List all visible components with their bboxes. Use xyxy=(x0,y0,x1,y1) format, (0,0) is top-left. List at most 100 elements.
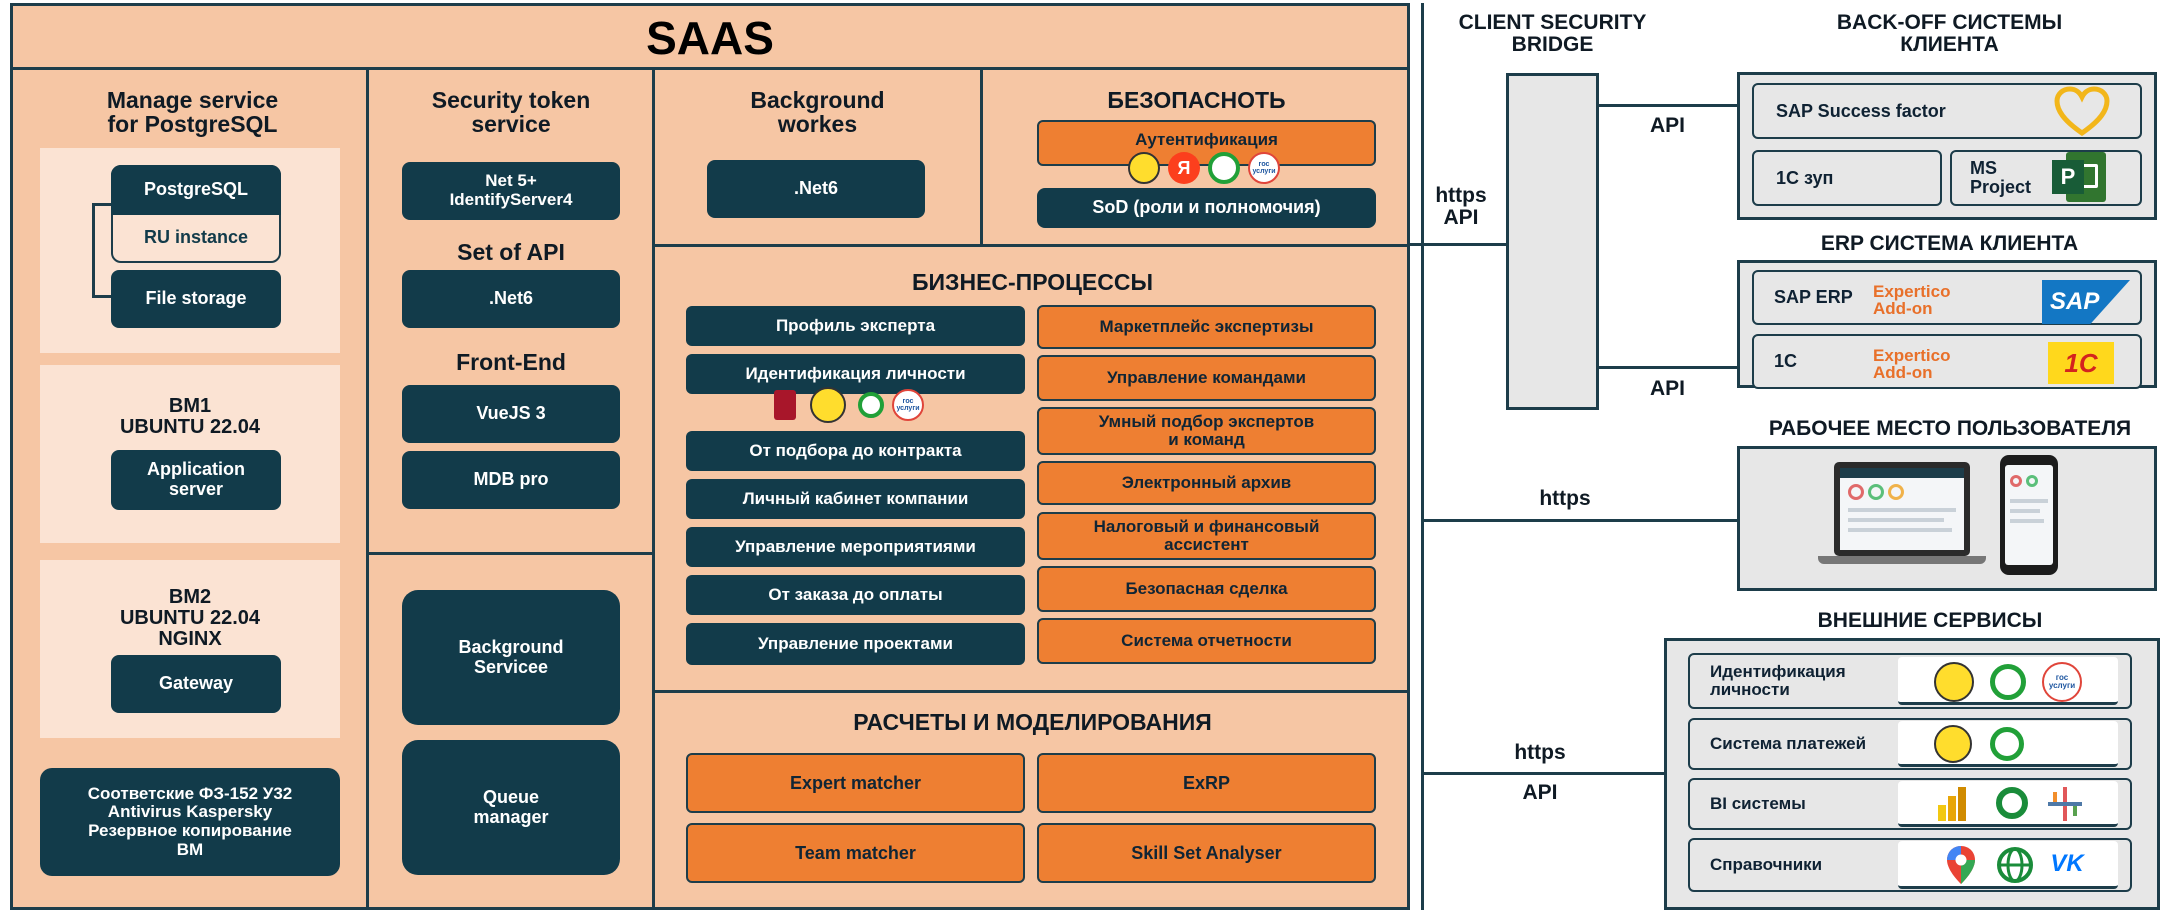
saas-title-bar xyxy=(10,3,1410,70)
sber-icon xyxy=(1990,664,2026,700)
business-title: БИЗНЕС-ПРОЦЕССЫ xyxy=(911,269,1154,295)
ms-project-label: MS Project xyxy=(1970,158,2032,197)
map-pin-icon xyxy=(1947,846,1975,884)
bp-left-2[interactable]: Идентификация личности xyxy=(686,354,1025,394)
calc-title: РАСЧЕТЫ И МОДЕЛИРОВАНИЯ xyxy=(853,709,1212,735)
sap-logo-text: SAP xyxy=(2050,288,2100,315)
bp-right-4[interactable]: Электронный архив xyxy=(1037,461,1376,505)
bp-left-4[interactable]: Личный кабинет компании xyxy=(686,479,1025,519)
bp-right-3[interactable]: Умный подбор экспертов и команд xyxy=(1037,407,1376,455)
yandex-icon: Я xyxy=(1168,152,1200,184)
vuejs-box[interactable]: VueJS 3 xyxy=(402,385,620,443)
tinkoff-icon xyxy=(810,387,846,423)
c1-label: 1С xyxy=(1774,351,1798,371)
bp-right-7[interactable]: Система отчетности xyxy=(1037,618,1376,664)
globe-icon xyxy=(1997,847,2033,883)
gateway-box[interactable]: Gateway xyxy=(111,655,281,713)
sber-icon xyxy=(858,392,884,418)
line-saas-bridge xyxy=(1410,243,1506,246)
sod-box[interactable]: SoD (роли и полномочия) xyxy=(1037,188,1376,228)
auth-label: Аутентификация xyxy=(1135,130,1278,149)
ext-payments-label: Система платежей xyxy=(1710,734,1867,753)
divider-row-security xyxy=(366,552,653,555)
external-title: ВНЕШНИЕ СЕРВИСЫ xyxy=(1817,609,2043,632)
ms-project-icon: P xyxy=(2050,150,2108,206)
ext-identity-label: Идентификация личности xyxy=(1710,662,1846,699)
zup-row[interactable]: 1С зуп xyxy=(1752,150,1942,206)
application-server-box[interactable]: Application server xyxy=(111,450,281,510)
compliance-box[interactable]: Соответские ФЗ-152 У32 Antivirus Kaspers… xyxy=(40,768,340,876)
security-bridge-box xyxy=(1506,73,1599,410)
passport-icon xyxy=(774,390,796,420)
gosuslugi-icon: гос услуги xyxy=(2042,662,2082,702)
bp-left-5[interactable]: Управление мероприятиями xyxy=(686,527,1025,567)
tinkoff-icon xyxy=(1934,725,1972,763)
queue-manager-box[interactable]: Queue manager xyxy=(402,740,620,875)
divider-col-1 xyxy=(366,70,369,910)
tinkoff-icon xyxy=(1128,152,1160,184)
bp-right-6[interactable]: Безопасная сделка xyxy=(1037,566,1376,612)
team-matcher-box[interactable]: Team matcher xyxy=(686,823,1025,883)
zup-label: 1С зуп xyxy=(1776,167,1834,188)
line-bridge-backoff xyxy=(1599,104,1739,107)
line-external xyxy=(1424,772,1664,775)
expertico-addon-1: Expertico Add-on xyxy=(1873,282,1951,318)
background-net6-box[interactable]: .Net6 xyxy=(707,160,925,218)
divider-col-2 xyxy=(652,70,655,910)
ext-reference-icons: VK xyxy=(1898,841,2118,889)
background-service-box[interactable]: Background Servicee xyxy=(402,590,620,725)
bm1-title: BM1 UBUNTU 22.04 xyxy=(119,395,261,438)
sap-erp-label: SAP ERP xyxy=(1774,287,1853,307)
line-workplace xyxy=(1424,519,1739,522)
powerbi-icon xyxy=(1938,787,1968,821)
divider-col-3 xyxy=(980,70,983,245)
workplace-title: РАБОЧЕЕ МЕСТО ПОЛЬЗОВАТЕЛЯ xyxy=(1768,417,2132,440)
expert-matcher-box[interactable]: Expert matcher xyxy=(686,753,1025,813)
ru-instance-label: RU instance xyxy=(143,227,249,247)
bp-left-3[interactable]: От подбора до контракта xyxy=(686,431,1025,471)
line-bridge-erp xyxy=(1599,366,1739,369)
ms-project-row[interactable]: MS Project xyxy=(1950,150,2142,206)
ext-bi-icons xyxy=(1898,781,2118,827)
bp-right-1[interactable]: Маркетплейс экспертизы xyxy=(1037,305,1376,349)
skill-set-analyser-box[interactable]: Skill Set Analyser xyxy=(1037,823,1376,883)
bridge-title: CLIENT SECURITY BRIDGE xyxy=(1458,11,1647,57)
ext-payments-icons xyxy=(1898,721,2118,767)
phone-icon xyxy=(2000,455,2058,575)
divider-row-1 xyxy=(652,244,1410,247)
right-separator xyxy=(1421,3,1424,910)
mdb-pro-box[interactable]: MDB pro xyxy=(402,451,620,509)
background-workes-title: Background workes xyxy=(750,87,885,138)
sber-icon xyxy=(1208,152,1240,184)
heart-icon xyxy=(2054,86,2110,137)
set-of-api-title: Set of API xyxy=(457,239,565,265)
expertico-addon-2: Expertico Add-on xyxy=(1873,346,1951,382)
bridge-https-api-label: https API xyxy=(1435,184,1487,230)
vk-icon: VK xyxy=(2050,850,2084,877)
bp-left-6[interactable]: От заказа до оплаты xyxy=(686,575,1025,615)
identifyserver-box[interactable]: Net 5+ IdentifyServer4 xyxy=(402,162,620,220)
file-storage-box[interactable]: File storage xyxy=(111,270,281,328)
divider-row-2 xyxy=(652,690,1410,693)
security-ru-title: БЕЗОПАСНОТЬ xyxy=(1107,87,1286,113)
ext-reference-label: Справочники xyxy=(1710,855,1823,874)
gosuslugi-icon: гос услуги xyxy=(1248,152,1280,184)
exrp-box[interactable]: ExRP xyxy=(1037,753,1376,813)
qlik-icon xyxy=(1996,787,2028,819)
api-net6-box[interactable]: .Net6 xyxy=(402,270,620,328)
bp-right-5[interactable]: Налоговый и финансовый ассистент xyxy=(1037,512,1376,560)
saas-title: SAAS xyxy=(646,12,774,64)
sap-success-factor-label: SAP Success factor xyxy=(1776,100,1946,121)
gosuslugi-icon: гос услуги xyxy=(892,389,924,421)
auth-icons: Я гос услуги xyxy=(1125,150,1290,186)
bp-left-1[interactable]: Профиль эксперта xyxy=(686,306,1025,346)
bp-left-7[interactable]: Управление проектами xyxy=(686,623,1025,665)
auth-box[interactable]: Аутентификация xyxy=(1037,120,1376,166)
security-token-title: Security token service xyxy=(431,87,591,138)
laptop-icon xyxy=(1818,462,1986,570)
ext-bi-label: BI системы xyxy=(1710,794,1806,813)
erp-title: ERP СИСТЕМА КЛИЕНТА xyxy=(1820,232,2079,255)
api-top-label: API xyxy=(1649,114,1685,137)
postgresql-box[interactable]: PostgreSQL xyxy=(111,165,281,215)
bp-right-2[interactable]: Управление командами xyxy=(1037,355,1376,401)
